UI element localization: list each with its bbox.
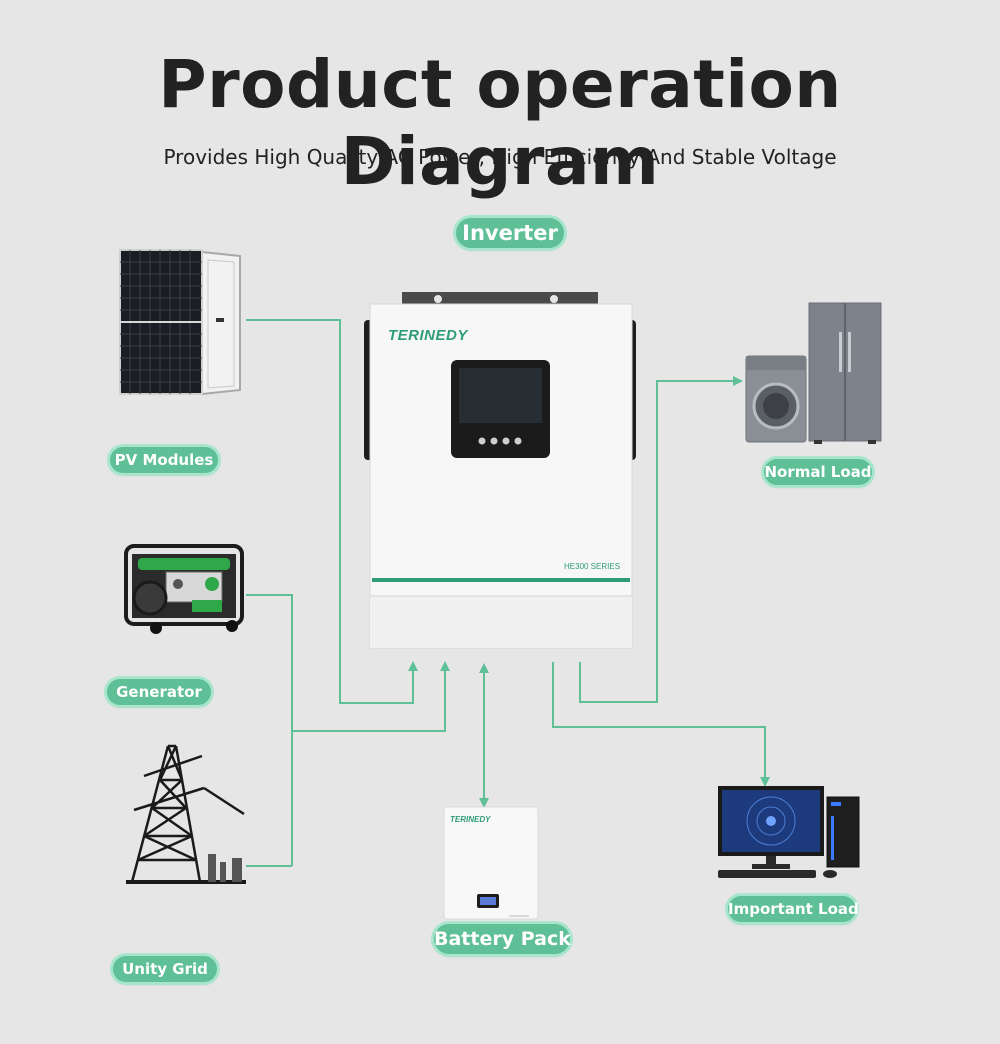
inverter-series: HE300 SERIES — [564, 562, 621, 571]
wire-generator — [246, 594, 293, 866]
wire-ac-to-inverter — [292, 661, 450, 732]
battery-pack-label: Battery Pack — [434, 924, 571, 954]
battery-brand: TERINEDY — [450, 815, 491, 824]
refrigerator-icon — [808, 302, 882, 444]
page-subtitle: Provides High Quality AC Power, High Eff… — [163, 145, 837, 169]
keyboard-icon — [718, 870, 837, 878]
generator-label: Generator — [107, 679, 211, 705]
inverter-label: Inverter — [456, 218, 564, 248]
wire-pv-to-inverter — [246, 319, 418, 704]
important-load-label: Important Load — [728, 896, 859, 922]
normal-load-label: Normal Load — [764, 459, 872, 485]
wire-normal-load — [579, 376, 743, 703]
desktop-tower-icon — [826, 796, 860, 868]
wire-important-load — [552, 662, 770, 787]
unity-grid-label: Unity Grid — [113, 956, 217, 982]
computer-monitor-icon — [718, 786, 824, 869]
generator-icon — [124, 544, 244, 634]
pv-modules-label: PV Modules — [110, 447, 218, 473]
inverter-brand: TERINEDY — [388, 327, 468, 344]
inverter-device — [364, 292, 636, 649]
battery-device — [443, 806, 539, 920]
solar-panel-icon — [119, 249, 241, 396]
power-tower-icon — [126, 744, 246, 884]
washing-machine-icon — [745, 355, 807, 443]
page-title: Product operation Diagram — [158, 46, 842, 200]
